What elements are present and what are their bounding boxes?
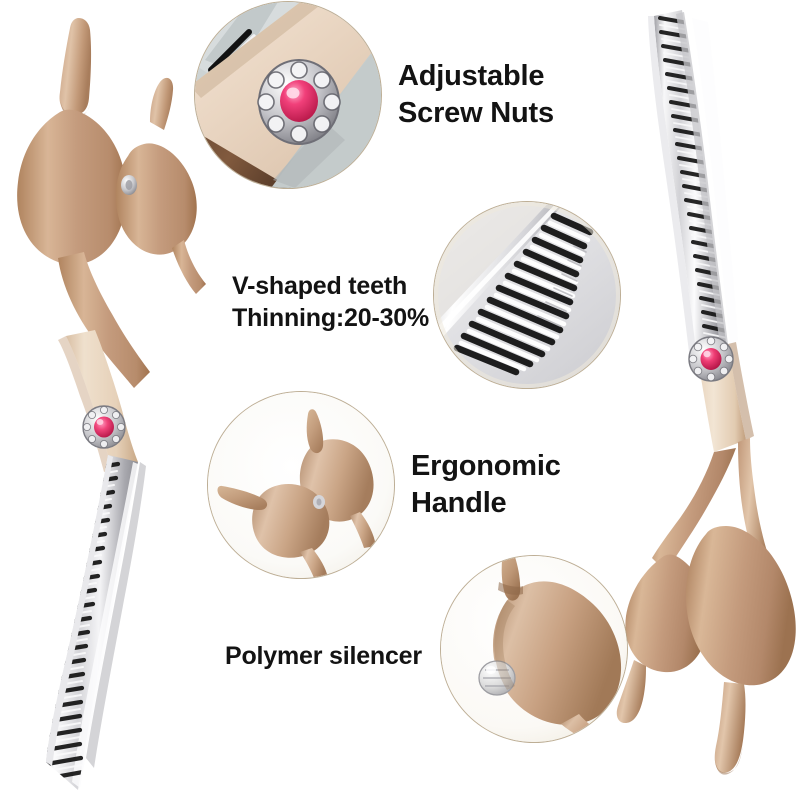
v-shaped-teeth-closeup bbox=[434, 202, 620, 388]
right-blade-spine bbox=[692, 18, 738, 344]
left-screw-nut bbox=[82, 405, 126, 449]
callout-v-shaped-teeth: V-shaped teeth Thinning:20-30% bbox=[232, 272, 430, 332]
left-tang-upper bbox=[59, 18, 92, 115]
left-ring-lower bbox=[115, 143, 197, 255]
right-blade-edge bbox=[648, 16, 696, 352]
inset-screw-nut bbox=[257, 59, 341, 145]
screw-nut-closeup bbox=[195, 2, 381, 188]
thinning-shear-right bbox=[590, 0, 800, 800]
left-blade-spine bbox=[72, 462, 138, 788]
left-pivot-screw-center bbox=[125, 180, 133, 190]
left-handle-arm bbox=[58, 252, 150, 388]
right-handle-arm-b bbox=[738, 438, 772, 574]
right-handle-arm-a bbox=[652, 448, 736, 572]
silencer-ring bbox=[492, 581, 622, 725]
left-blade bbox=[46, 455, 138, 790]
inset-ring-lower bbox=[252, 484, 330, 558]
right-blade-opposing bbox=[676, 12, 728, 346]
inset-ring-upper-tail bbox=[350, 512, 376, 548]
left-tang-lower bbox=[150, 77, 174, 130]
left-ring-upper bbox=[17, 109, 127, 265]
left-ring-lower-tail bbox=[172, 240, 206, 294]
inset-tang-upper bbox=[306, 409, 324, 454]
polymer-silencer-bumper bbox=[478, 660, 516, 696]
right-gem bbox=[700, 348, 722, 370]
right-screw-nut bbox=[688, 336, 734, 382]
right-shank-edge bbox=[728, 342, 754, 440]
callout-polymer-silencer: Polymer silencer bbox=[225, 642, 422, 670]
polymer-silencer-closeup bbox=[441, 556, 627, 742]
right-ring-lower bbox=[686, 526, 796, 686]
inset-ring-lower-tail bbox=[300, 548, 328, 578]
callout-ergonomic-handle: Ergonomic Handle bbox=[411, 450, 561, 520]
right-tang-upper bbox=[616, 660, 646, 724]
right-tang-lower bbox=[714, 682, 746, 773]
callout-adjustable-screw-nuts: Adjustable Screw Nuts bbox=[398, 60, 554, 130]
ergonomic-handle-closeup bbox=[208, 392, 394, 578]
left-blade-opposing bbox=[86, 462, 146, 768]
left-blade-edge bbox=[46, 455, 113, 766]
thinning-shear-left bbox=[0, 0, 230, 800]
inset-tang-lower bbox=[217, 485, 268, 510]
inset-gem bbox=[280, 80, 318, 122]
left-gem bbox=[94, 416, 114, 438]
silencer-tang-band bbox=[498, 582, 523, 595]
